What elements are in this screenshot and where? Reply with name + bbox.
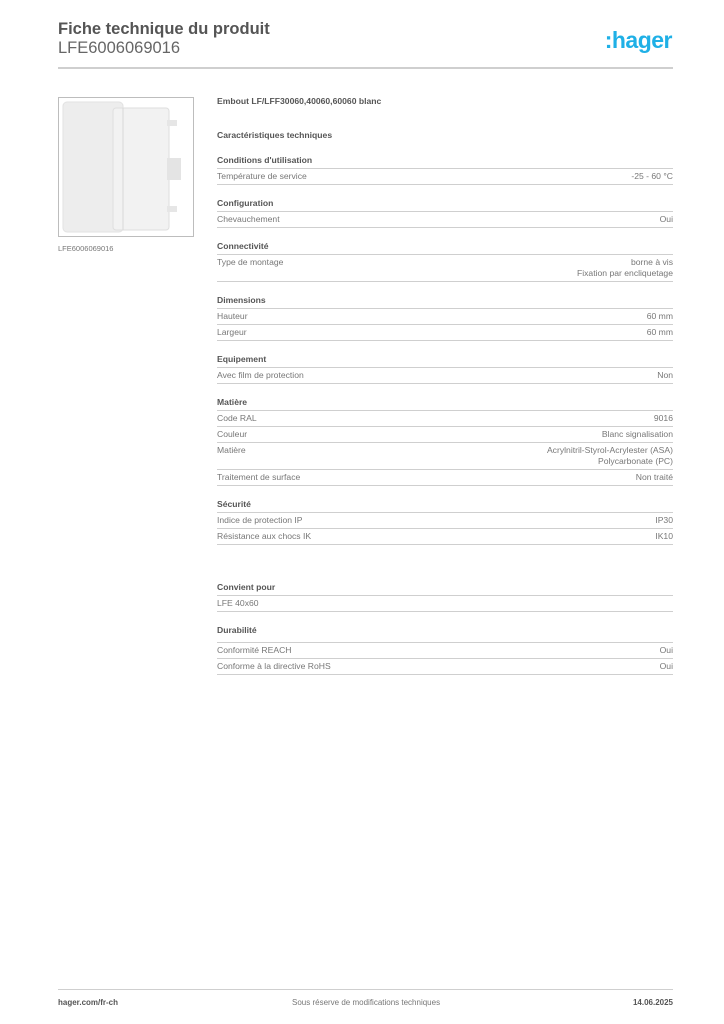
group-conditions: Conditions d'utilisation Température de … [217,155,673,185]
spec-row: Résistance aux chocs IK IK10 [217,529,673,545]
spec-label: Température de service [217,171,307,181]
spec-value: 9016 [653,413,673,423]
group-title: Matière [217,397,673,411]
group-configuration: Configuration Chevauchement Oui [217,198,673,228]
spec-value: Blanc signalisation [601,429,673,439]
spec-value-line: Acrylnitril-Styrol-Acrylester (ASA) [546,445,673,455]
product-image [58,97,194,237]
group-equipment: Equipement Avec film de protection Non [217,354,673,384]
document-header: Fiche technique du produit LFE6006069016 [58,20,673,58]
spec-label: Résistance aux chocs IK [217,531,312,541]
spec-value: -25 - 60 °C [631,171,673,181]
spec-value: Non traité [635,472,673,482]
group-title: Convient pour [217,582,673,596]
spec-row: Avec film de protection Non [217,368,673,384]
spec-row: Traitement de surface Non traité [217,470,673,486]
spec-value: 60 mm [646,311,673,321]
document-date: 14.06.2025 [632,998,673,1007]
spec-value-line: Fixation par encliquetage [576,268,673,278]
spec-label: Avec film de protection [217,370,304,380]
spec-row: Largeur 60 mm [217,325,673,341]
footer-divider [58,989,673,990]
spec-label: Indice de protection IP [217,515,303,525]
section-title: Caractéristiques techniques [217,130,333,140]
spec-value: IK10 [655,531,673,541]
spec-label: Matière [217,445,246,455]
spec-row: Code RAL 9016 [217,411,673,427]
group-title: Connectivité [217,241,673,255]
group-title: Sécurité [217,499,673,513]
hager-logo: :hager [604,27,673,53]
spec-value: IP30 [655,515,673,525]
group-suitable-for: Convient pour LFE 40x60 [217,582,673,612]
image-caption: LFE6006069016 [58,244,114,253]
spec-label: Hauteur [217,311,248,321]
spec-row: Hauteur 60 mm [217,309,673,325]
spec-label: Code RAL [217,413,257,423]
group-durability: Durabilité Conformité REACH Oui Conforme … [217,625,673,675]
group-title: Dimensions [217,295,673,309]
spec-panel: Embout LF/LFF30060,40060,60060 blanc Car… [217,96,673,675]
spec-row: Couleur Blanc signalisation [217,427,673,443]
header-divider [58,67,673,69]
spacer [217,545,673,569]
spec-row: Indice de protection IP IP30 [217,513,673,529]
spec-label: Chevauchement [217,214,280,224]
spec-value: Acrylnitril-Styrol-Acrylester (ASA)Polyc… [547,445,673,467]
spec-value: Oui [659,661,673,671]
spec-label: Type de montage [217,257,284,267]
disclaimer: Sous réserve de modifications techniques [292,998,441,1007]
spec-row: Température de service -25 - 60 °C [217,169,673,185]
spec-label: Conformité REACH [217,645,292,655]
product-name: Embout LF/LFF30060,40060,60060 blanc [217,96,382,106]
page-title: Fiche technique du produit [58,20,270,38]
group-title: Durabilité [217,625,673,643]
spec-value: Non [657,370,673,380]
spec-value-line: borne à vis [630,257,673,267]
spec-row: LFE 40x60 [217,596,673,612]
spec-value: Oui [659,645,673,655]
group-title: Configuration [217,198,673,212]
group-title: Equipement [217,354,673,368]
group-material: Matière Code RAL 9016 Couleur Blanc signal… [217,397,673,486]
product-end-cap-icon [62,101,181,233]
product-reference: LFE6006069016 [58,39,181,57]
spec-label: Traitement de surface [217,472,301,482]
spec-row: Chevauchement Oui [217,212,673,228]
group-security: Sécurité Indice de protection IP IP30 Rés… [217,499,673,545]
spec-value: 60 mm [646,327,673,337]
spec-label: Largeur [217,327,247,337]
spec-value: Oui [659,214,673,224]
spec-label: Conforme à la directive RoHS [217,661,331,671]
spec-label: Couleur [217,429,248,439]
group-title: Conditions d'utilisation [217,155,673,169]
spec-row: Matière Acrylnitril-Styrol-Acrylester (AS… [217,443,673,470]
spec-row: Conforme à la directive RoHS Oui [217,659,673,675]
website-link[interactable]: hager.com/fr-ch [58,998,119,1007]
group-dimensions: Dimensions Hauteur 60 mm Largeur 60 mm [217,295,673,341]
spec-value-line: Polycarbonate (PC) [598,456,673,466]
spec-label: LFE 40x60 [217,598,259,608]
spec-row: Conformité REACH Oui [217,643,673,659]
